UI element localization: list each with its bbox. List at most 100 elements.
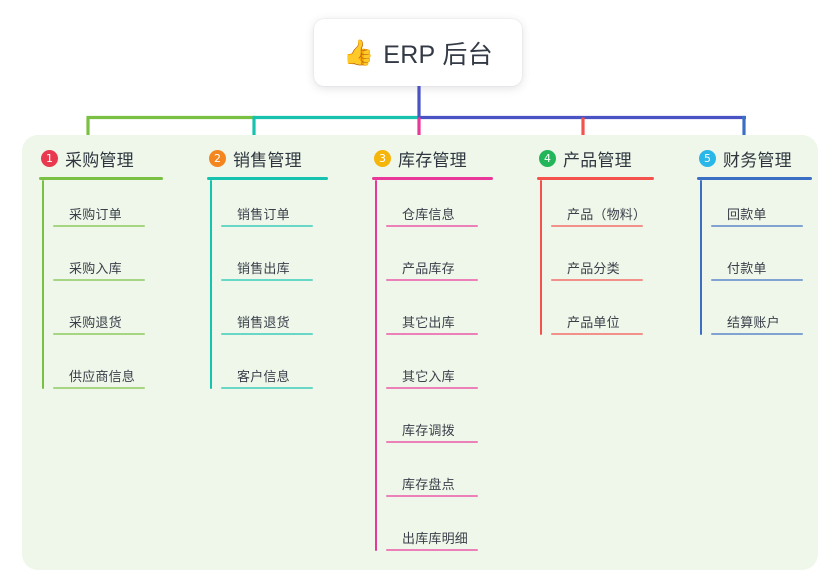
list-item-label: 产品单位: [567, 315, 620, 330]
list-item-label: 出库库明细: [402, 531, 469, 546]
list-item[interactable]: 采购退货: [53, 288, 190, 342]
list-item[interactable]: 产品单位: [551, 288, 680, 342]
branch-title: 产品管理: [563, 150, 632, 170]
branch-title: 财务管理: [723, 150, 792, 170]
branch-title: 销售管理: [233, 150, 302, 170]
branch-item-list: 销售订单销售出库销售退货客户信息: [207, 180, 355, 396]
list-item[interactable]: 结算账户: [711, 288, 818, 342]
branch-header[interactable]: 3 库存管理: [372, 145, 520, 171]
list-item[interactable]: 其它入库: [386, 342, 520, 396]
branch-header[interactable]: 2 销售管理: [207, 145, 355, 171]
branch-title: 采购管理: [65, 150, 134, 170]
list-item[interactable]: 产品（物料）: [551, 180, 680, 234]
list-item[interactable]: 产品分类: [551, 234, 680, 288]
branch-underline: [372, 177, 493, 180]
list-item-underline: [711, 225, 803, 227]
branch-item-list: 产品（物料） 产品分类产品单位: [537, 180, 680, 342]
list-item-label: 客户信息: [237, 369, 290, 384]
list-item[interactable]: 库存盘点: [386, 450, 520, 504]
branch-item-list: 采购订单采购入库采购退货供应商信息: [39, 180, 190, 396]
list-item-underline: [221, 279, 313, 281]
list-item-label: 结算账户: [727, 315, 780, 330]
branch-index-badge: 1: [41, 149, 58, 167]
list-item-underline: [386, 441, 478, 443]
branch-index-badge: 4: [539, 149, 556, 167]
branch-column-库存管理: 3 库存管理仓库信息产品库存其它出库其它入库库存调拨库存盘点出库库明细: [355, 135, 520, 558]
list-item-label: 采购入库: [69, 261, 122, 276]
list-item-label: 销售退货: [237, 315, 290, 330]
list-item[interactable]: 回款单: [711, 180, 818, 234]
list-item[interactable]: 其它出库: [386, 288, 520, 342]
list-item-label: 采购订单: [69, 207, 122, 222]
list-item-underline: [53, 387, 145, 389]
branch-spine: [210, 180, 212, 389]
list-item-label: 其它入库: [402, 369, 455, 384]
branch-header[interactable]: 5 财务管理: [697, 145, 818, 171]
list-item[interactable]: 采购订单: [53, 180, 190, 234]
list-item-label: 采购退货: [69, 315, 122, 330]
list-item[interactable]: 仓库信息: [386, 180, 520, 234]
branch-underline: [537, 177, 654, 180]
list-item[interactable]: 采购入库: [53, 234, 190, 288]
root-node-card[interactable]: 👍 ERP 后台: [314, 19, 522, 86]
branch-underline: [697, 177, 812, 180]
list-item-underline: [386, 333, 478, 335]
list-item[interactable]: 产品库存: [386, 234, 520, 288]
list-item-label: 回款单: [727, 207, 767, 222]
branch-index-badge: 5: [699, 149, 716, 167]
list-item-underline: [551, 333, 643, 335]
list-item-underline: [711, 279, 803, 281]
list-item[interactable]: 销售订单: [221, 180, 355, 234]
list-item-label: 库存盘点: [402, 477, 455, 492]
list-item-underline: [711, 333, 803, 335]
branch-spine: [375, 180, 377, 551]
list-item-underline: [386, 387, 478, 389]
list-item-underline: [53, 225, 145, 227]
branch-column-采购管理: 1 采购管理采购订单采购入库采购退货供应商信息: [22, 135, 190, 396]
list-item-label: 产品分类: [567, 261, 620, 276]
branch-underline: [207, 177, 328, 180]
list-item-label: 销售出库: [237, 261, 290, 276]
branch-title: 库存管理: [398, 150, 467, 170]
list-item[interactable]: 付款单: [711, 234, 818, 288]
list-item-underline: [53, 333, 145, 335]
thumbs-up-icon: 👍: [343, 39, 375, 67]
list-item[interactable]: 供应商信息: [53, 342, 190, 396]
branch-spine: [42, 180, 44, 389]
branch-column-产品管理: 4 产品管理产品（物料） 产品分类产品单位: [520, 135, 680, 342]
branch-item-list: 仓库信息产品库存其它出库其它入库库存调拨库存盘点出库库明细: [372, 180, 520, 558]
branch-spine: [700, 180, 702, 335]
page-title: ERP 后台: [383, 40, 493, 69]
list-item[interactable]: 销售退货: [221, 288, 355, 342]
branch-item-list: 回款单付款单结算账户: [697, 180, 818, 342]
list-item-underline: [386, 495, 478, 497]
list-item[interactable]: 销售出库: [221, 234, 355, 288]
list-item[interactable]: 客户信息: [221, 342, 355, 396]
list-item-label: 产品库存: [402, 261, 455, 276]
list-item-underline: [221, 333, 313, 335]
list-item[interactable]: 库存调拨: [386, 396, 520, 450]
branch-column-财务管理: 5 财务管理回款单付款单结算账户: [680, 135, 818, 342]
branch-header[interactable]: 4 产品管理: [537, 145, 680, 171]
branch-column-销售管理: 2 销售管理销售订单销售出库销售退货客户信息: [190, 135, 355, 396]
list-item-underline: [386, 549, 478, 551]
list-item-underline: [386, 279, 478, 281]
list-item[interactable]: 出库库明细: [386, 504, 520, 558]
list-item-label: 销售订单: [237, 207, 290, 222]
list-item-underline: [386, 225, 478, 227]
branch-index-badge: 3: [374, 149, 391, 167]
list-item-underline: [221, 387, 313, 389]
branch-spine: [540, 180, 542, 335]
list-item-label: 库存调拨: [402, 423, 455, 438]
content-panel: [22, 135, 818, 570]
branch-index-badge: 2: [209, 149, 226, 167]
list-item-label: 产品（物料）: [567, 207, 647, 222]
list-item-underline: [221, 225, 313, 227]
list-item-label: 付款单: [727, 261, 767, 276]
list-item-label: 仓库信息: [402, 207, 455, 222]
list-item-underline: [551, 279, 643, 281]
branch-underline: [39, 177, 163, 180]
branch-columns: 1 采购管理采购订单采购入库采购退货供应商信息 2 销售管理销售订单销售出库销售退货客…: [22, 135, 818, 570]
branch-header[interactable]: 1 采购管理: [39, 145, 190, 171]
